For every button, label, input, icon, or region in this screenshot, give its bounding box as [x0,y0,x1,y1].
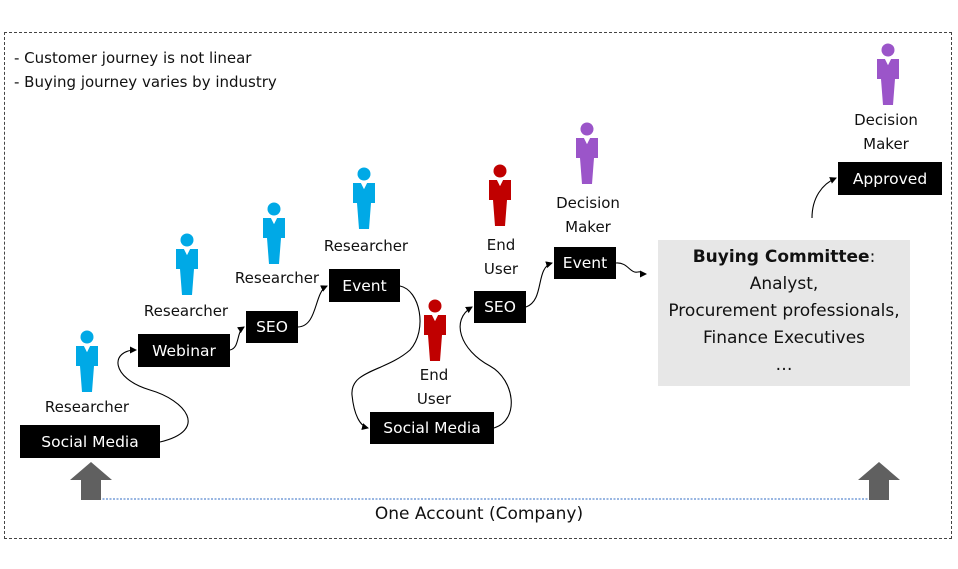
touchpoint-seo: SEO [246,311,298,343]
account-label: One Account (Company) [374,504,584,524]
diagram-frame [4,32,952,539]
role-line: End [419,366,449,384]
role-line: Decision [556,194,620,212]
touchpoint-webinar: Webinar [138,334,230,367]
arrow-up-icon [70,462,112,500]
committee-member: Procurement professionals, [668,301,900,321]
touchpoint-event: Event [554,247,616,279]
committee-member: Analyst, [749,274,819,294]
buying-committee-box: Buying Committee: Analyst, Procurement p… [658,240,910,386]
role-label: End User [417,363,451,411]
committee-member: … [775,355,793,375]
arrow-up-icon [858,462,900,500]
touchpoint-social-media: Social Media [370,412,494,444]
researcher-person-icon [353,167,375,229]
role-label: Decision Maker [854,108,918,156]
end-user-person-icon [489,164,511,226]
committee-header: Buying Committee [692,247,870,267]
committee-header-line: Buying Committee: [658,244,910,271]
researcher-person-icon [263,202,285,264]
touchpoint-event: Event [329,269,400,302]
touchpoint-social-media: Social Media [20,425,160,458]
decision-maker-person-icon [877,43,899,105]
role-line: Maker [565,218,611,236]
role-label: Decision Maker [556,191,620,239]
note-industry: - Buying journey varies by industry [14,73,277,91]
committee-header-colon: : [869,247,876,267]
touchpoint-seo: SEO [474,291,526,323]
role-line: Decision [854,111,918,129]
role-label: Researcher [44,398,130,416]
decision-maker-person-icon [576,122,598,184]
role-label: Researcher [234,269,320,287]
role-line: End [486,236,516,254]
researcher-person-icon [76,330,98,392]
role-label: End User [484,233,518,281]
notes: - Customer journey is not linear - Buyin… [14,46,277,94]
role-line: Maker [863,135,909,153]
note-nonlinear: - Customer journey is not linear [14,49,252,67]
end-user-person-icon [424,299,446,361]
role-label: Researcher [323,237,409,255]
researcher-person-icon [176,233,198,295]
role-line: User [483,260,519,278]
role-label: Researcher [143,302,229,320]
committee-member: Finance Executives [702,328,866,348]
role-line: User [416,390,452,408]
touchpoint-approved: Approved [838,162,942,195]
